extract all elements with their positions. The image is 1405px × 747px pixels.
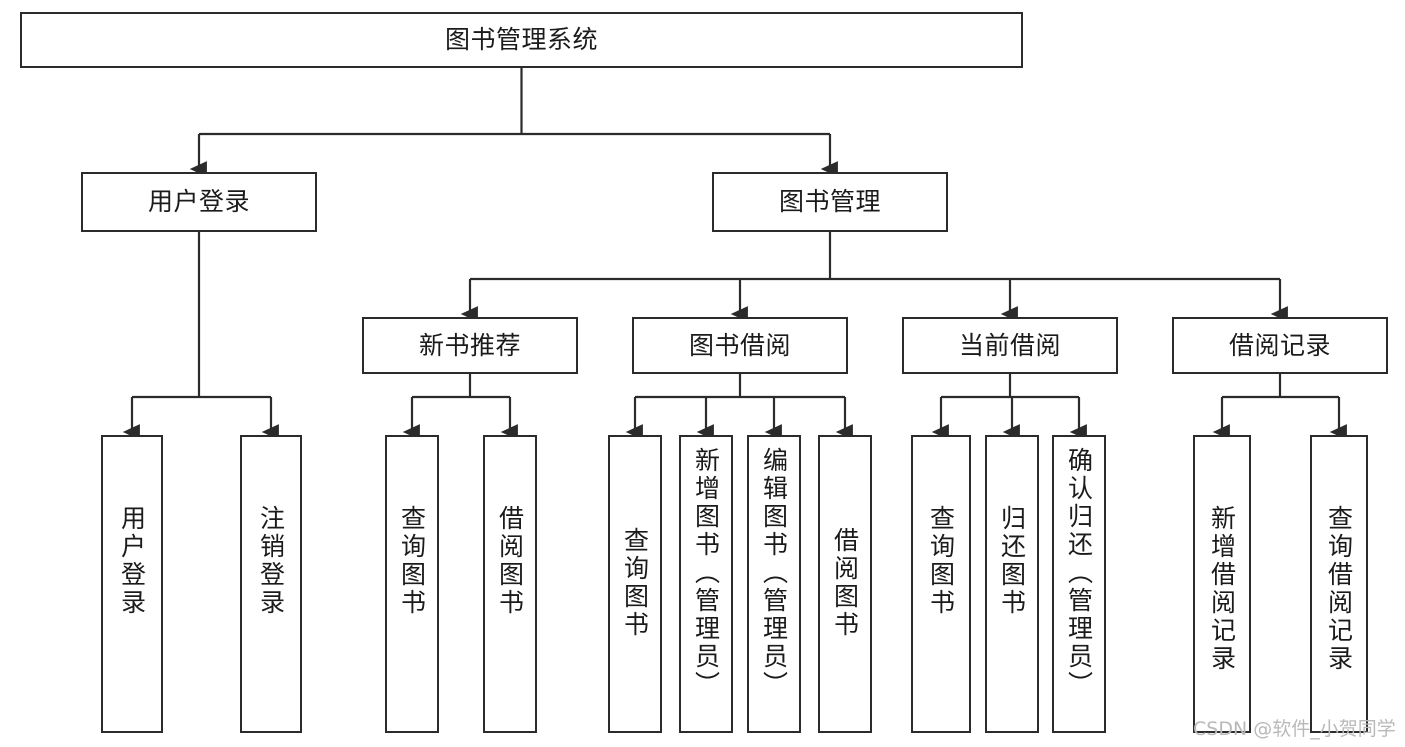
node-user-login[interactable]: 用户登录 <box>81 172 317 232</box>
leaf-return-book[interactable]: 归还图书 <box>985 435 1039 733</box>
leaf-query-book-recommendation[interactable]: 查询图书 <box>385 435 439 733</box>
leaf-confirm-return-admin[interactable]: 确认归还（管理员） <box>1052 435 1106 733</box>
node-label: 借阅记录 <box>1228 330 1331 360</box>
node-label: 当前借阅 <box>958 330 1061 360</box>
node-label: 新书推荐 <box>418 330 521 360</box>
node-root-book-management-system[interactable]: 图书管理系统 <box>20 12 1023 68</box>
leaf-add-borrow-record[interactable]: 新增借阅记录 <box>1193 435 1251 733</box>
node-current-borrowing[interactable]: 当前借阅 <box>902 317 1118 374</box>
node-label: 编辑图书（管理员） <box>759 447 789 699</box>
node-label: 查询图书 <box>397 505 427 617</box>
leaf-borrow-book[interactable]: 借阅图书 <box>818 435 872 733</box>
node-borrowing-records[interactable]: 借阅记录 <box>1172 317 1388 374</box>
node-new-book-recommendation[interactable]: 新书推荐 <box>362 317 578 374</box>
node-label: 注销登录 <box>256 505 286 617</box>
node-label: 查询图书 <box>620 527 650 639</box>
node-label: 借阅图书 <box>495 505 525 617</box>
leaf-user-login[interactable]: 用户登录 <box>101 435 163 733</box>
leaf-edit-book-admin[interactable]: 编辑图书（管理员） <box>747 435 801 733</box>
node-book-borrowing[interactable]: 图书借阅 <box>632 317 848 374</box>
node-label: 图书管理 <box>778 187 881 217</box>
node-label: 图书借阅 <box>688 330 791 360</box>
node-label: 新增图书（管理员） <box>691 447 721 699</box>
leaf-query-borrow-record[interactable]: 查询借阅记录 <box>1310 435 1368 733</box>
node-label: 借阅图书 <box>830 527 860 639</box>
node-label: 图书管理系统 <box>444 25 598 55</box>
leaf-add-book-admin[interactable]: 新增图书（管理员） <box>679 435 733 733</box>
leaf-query-book-current[interactable]: 查询图书 <box>911 435 971 733</box>
node-label: 确认归还（管理员） <box>1064 447 1094 699</box>
node-label: 用户登录 <box>117 505 147 617</box>
node-label: 归还图书 <box>997 505 1027 617</box>
node-label: 用户登录 <box>147 187 250 217</box>
leaf-borrow-book-recommendation[interactable]: 借阅图书 <box>483 435 537 733</box>
node-book-management[interactable]: 图书管理 <box>712 172 948 232</box>
leaf-query-book-borrowing[interactable]: 查询图书 <box>608 435 662 733</box>
node-label: 查询借阅记录 <box>1324 505 1354 673</box>
node-label: 查询图书 <box>926 505 956 617</box>
csdn-watermark: CSDN @软件_小贺同学 <box>1193 718 1396 740</box>
leaf-user-logout[interactable]: 注销登录 <box>240 435 302 733</box>
node-label: 新增借阅记录 <box>1207 505 1237 673</box>
